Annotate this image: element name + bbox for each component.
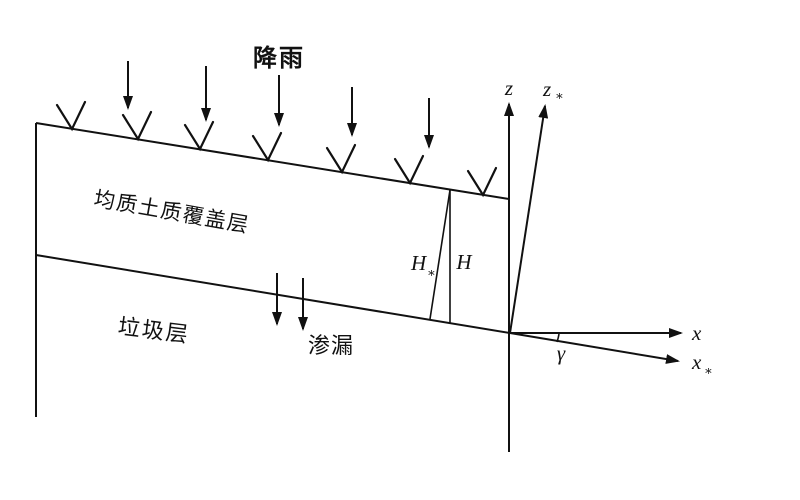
height-normal-label: H ∗	[410, 251, 436, 280]
z-axis-label: z	[504, 76, 513, 100]
height-vertical-label: H	[455, 250, 473, 274]
gamma-angle-label: γ	[557, 341, 566, 365]
rain-impact-chevron	[183, 120, 215, 152]
rain-impact-chevron	[251, 131, 283, 163]
rain-impact-chevron	[393, 154, 425, 186]
gamma-angle-arc	[556, 333, 560, 343]
coordinate-axes	[504, 102, 683, 452]
svg-text:z: z	[542, 77, 551, 101]
rain-impact-chevron	[121, 110, 153, 142]
thickness-lines	[429, 189, 451, 323]
seepage-label: 渗漏	[308, 334, 354, 359]
svg-text:x: x	[691, 350, 702, 374]
svg-text:∗: ∗	[427, 265, 436, 280]
x-star-axis-line	[509, 332, 680, 364]
waste-layer-label: 垃圾层	[117, 315, 192, 349]
x-star-axis-label: x ∗	[691, 350, 713, 378]
cover-layer-label: 均质土质覆盖层	[92, 186, 251, 237]
rainfall-label: 降雨	[253, 43, 305, 72]
rain-impact-chevron	[55, 100, 87, 132]
thickness-normal-line	[429, 189, 451, 320]
z-star-axis-label: z ∗	[542, 77, 564, 103]
slope-surface-line	[35, 122, 510, 200]
layer-outline	[35, 122, 511, 417]
svg-text:∗: ∗	[704, 363, 713, 378]
rain-impact-chevron	[325, 143, 357, 175]
seepage-arrows	[272, 273, 308, 331]
svg-text:∗: ∗	[555, 88, 564, 103]
cover-waste-interface-line	[35, 254, 511, 334]
svg-text:H: H	[410, 251, 428, 275]
rain-impact-chevron	[466, 166, 498, 198]
z-star-axis-line	[509, 104, 549, 334]
x-axis-label: x	[691, 321, 702, 345]
rain-impact-chevrons	[55, 100, 498, 198]
rain-arrows	[123, 61, 434, 149]
